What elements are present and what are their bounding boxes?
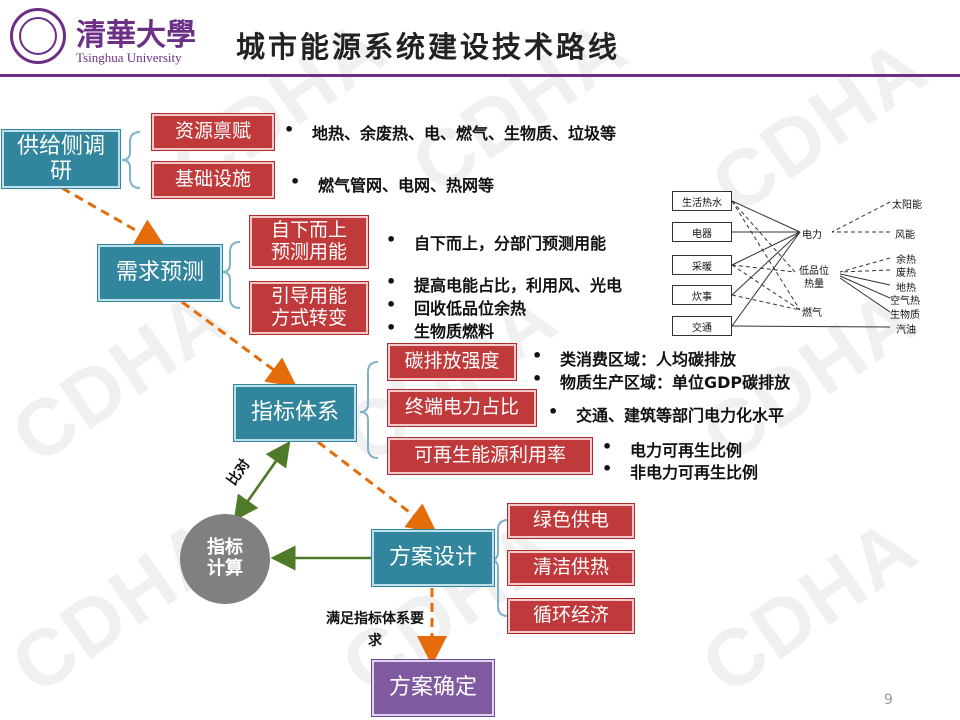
indicator-item-renewable[interactable]: 可再生能源利用率	[387, 437, 593, 475]
diagram-mid-electricity: 电力	[802, 230, 822, 241]
indicator-item-carbon-bullet-1: 类消费区域：人均碳排放	[532, 346, 736, 370]
diagram-mid-lowgrade: 低品位热量	[799, 266, 829, 290]
diagram-source-gasoline: 汽油	[896, 325, 916, 336]
university-seal-icon	[10, 8, 66, 64]
design-item-heat[interactable]: 清洁供热	[507, 550, 635, 586]
satisfy-label: 满足指标体系要求	[326, 611, 424, 649]
energy-diagram-links	[731, 200, 891, 328]
diagram-sector-heating: 采暖	[672, 255, 732, 275]
supply-item-resources[interactable]: 资源禀赋	[151, 113, 275, 151]
page-number: 9	[884, 692, 893, 708]
indicator-item-electricity[interactable]: 终端电力占比	[387, 389, 537, 427]
demand-node[interactable]: 需求预测	[97, 244, 223, 302]
flow-arrow-supply-demand	[61, 186, 166, 248]
diagram-source-waste-heat: 余热	[896, 255, 916, 266]
design-item-power[interactable]: 绿色供电	[507, 503, 635, 539]
indicator-item-renewable-bullet-2: 非电力可再生比例	[602, 459, 758, 483]
indicator-item-renewable-bullet-1: 电力可再生比例	[602, 437, 742, 461]
supply-item-infrastructure-bullet: 燃气管网、电网、热网等	[290, 172, 494, 196]
demand-item-guide[interactable]: 引导用能方式转变	[249, 281, 369, 335]
indicator-node[interactable]: 指标体系	[233, 384, 357, 442]
page-title: 城市能源系统建设技术路线	[236, 30, 621, 64]
indicator-item-electricity-bullet: 交通、建筑等部门电力化水平	[548, 402, 784, 426]
supply-item-infrastructure[interactable]: 基础设施	[151, 161, 275, 199]
diagram-source-waste-heat-2: 废热	[896, 268, 916, 279]
demand-item-guide-bullet-1: 提高电能占比，利用风、光电	[386, 272, 622, 296]
header-divider	[0, 74, 960, 77]
flow-arrow-demand-indicator	[181, 300, 298, 388]
design-item-circular[interactable]: 循环经济	[507, 598, 635, 634]
diagram-mid-gas: 燃气	[802, 308, 822, 319]
calc-node[interactable]: 指标计算	[180, 514, 270, 604]
diagram-source-solar: 太阳能	[892, 200, 922, 211]
demand-item-guide-bullet-3: 生物质燃料	[386, 318, 494, 342]
demand-item-bottomup[interactable]: 自下而上预测用能	[249, 215, 369, 269]
compare-arrow-back	[233, 446, 288, 522]
diagram-source-geothermal: 地热	[896, 283, 916, 294]
indicator-item-carbon[interactable]: 碳排放强度	[387, 343, 517, 381]
flow-arrow-indicator-design	[317, 440, 438, 534]
diagram-sector-appliances: 电器	[672, 222, 732, 242]
university-logo-en: Tsinghua University	[76, 50, 182, 65]
demand-brace	[221, 241, 241, 309]
diagram-source-biomass: 生物质	[890, 310, 920, 321]
supply-brace	[121, 131, 141, 189]
diagram-sector-hotwater: 生活热水	[672, 191, 732, 211]
diagram-source-wind: 风能	[895, 230, 915, 241]
design-node[interactable]: 方案设计	[371, 529, 495, 587]
diagram-sector-cooking: 炊事	[672, 285, 732, 305]
indicator-brace	[359, 361, 379, 459]
diagram-sector-transport: 交通	[672, 316, 732, 336]
demand-item-bottomup-bullet: 自下而上，分部门预测用能	[386, 230, 606, 254]
supply-item-resources-bullet: 地热、余废热、电、燃气、生物质、垃圾等	[284, 120, 616, 144]
diagram-source-air: 空气热	[890, 296, 920, 307]
demand-item-guide-bullet-2: 回收低品位余热	[386, 295, 526, 319]
final-node[interactable]: 方案确定	[371, 659, 495, 717]
university-logo-cn: 清華大學	[76, 18, 196, 53]
indicator-item-carbon-bullet-2: 物质生产区域：单位GDP碳排放	[532, 369, 790, 393]
supply-node[interactable]: 供给侧调研	[1, 129, 121, 189]
